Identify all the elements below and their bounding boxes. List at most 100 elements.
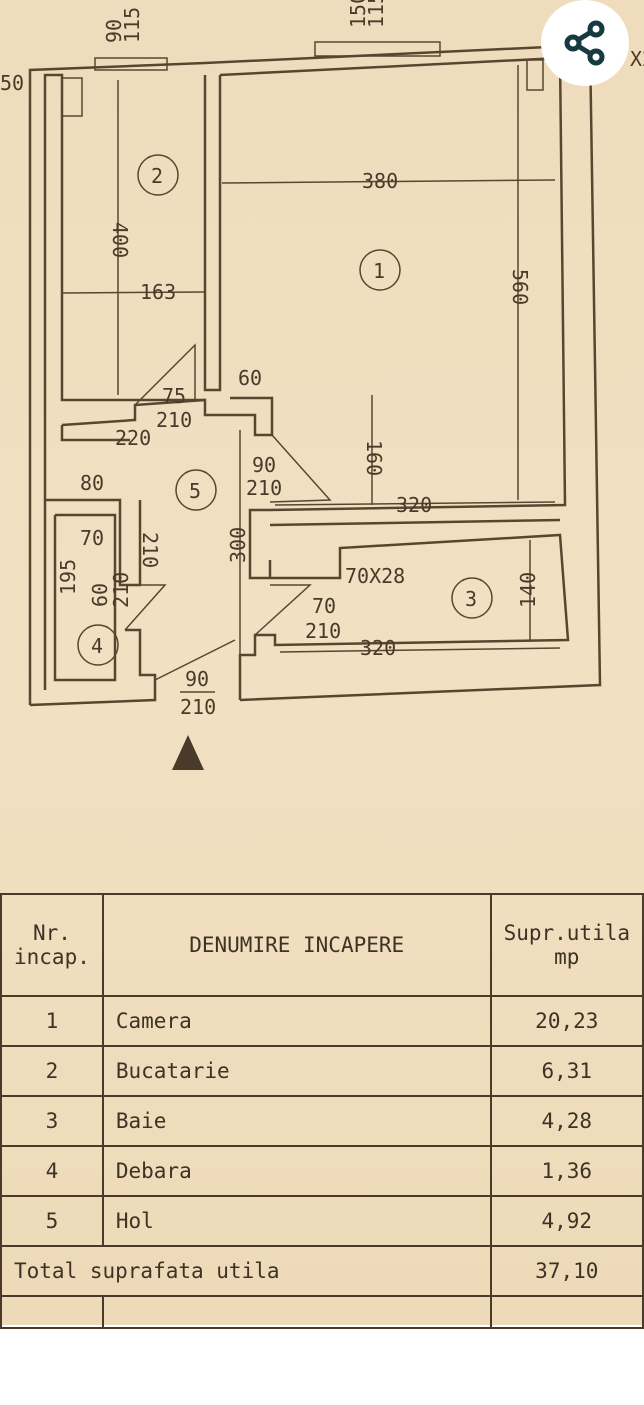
room-label-2: 2 bbox=[137, 154, 179, 196]
dim-text: X2 bbox=[630, 47, 644, 71]
window-kitchen bbox=[94, 57, 168, 71]
wall-kitchen-room bbox=[203, 75, 222, 392]
row-nr: 4 bbox=[0, 1145, 104, 1197]
wall bbox=[60, 425, 130, 442]
row-area: 4,92 bbox=[489, 1195, 644, 1247]
wall-hall-top bbox=[61, 396, 274, 437]
dim-text: 50 bbox=[0, 71, 24, 95]
entrance-arrow-icon bbox=[172, 735, 204, 770]
outer-wall bbox=[28, 43, 602, 705]
row-nr: 1 bbox=[0, 995, 104, 1047]
svg-text:3: 3 bbox=[465, 587, 477, 611]
dim-text: 210 bbox=[156, 408, 192, 432]
total-value: 37,10 bbox=[489, 1245, 644, 1297]
dim-text: 60 bbox=[238, 366, 262, 390]
total-label: Total suprafata utila bbox=[0, 1245, 492, 1297]
header-nr: Nr.incap. bbox=[0, 893, 104, 997]
header-incap-text: incap. bbox=[14, 945, 90, 969]
row-area: 6,31 bbox=[489, 1045, 644, 1097]
empty-cell bbox=[0, 1295, 104, 1329]
dim-text: 210 bbox=[109, 572, 133, 608]
dim-text: 70 bbox=[80, 526, 104, 550]
row-name: Camera bbox=[101, 995, 492, 1047]
row-nr: 5 bbox=[0, 1195, 104, 1247]
share-button[interactable] bbox=[541, 0, 629, 86]
dim-line bbox=[61, 291, 206, 294]
dim-text: 80 bbox=[80, 471, 104, 495]
dim-line bbox=[274, 501, 556, 506]
room-label-3: 3 bbox=[451, 577, 493, 619]
header-unit-text: mp bbox=[554, 945, 580, 969]
dim-text: 90 bbox=[252, 453, 276, 477]
floor-plan-photo: 2 1 3 4 5 90 115 150 115 50 X2 380 163 4… bbox=[0, 0, 644, 1329]
svg-text:2: 2 bbox=[151, 164, 163, 188]
dim-text: 90 bbox=[185, 667, 209, 691]
dim-text: 160 bbox=[362, 440, 386, 476]
wall bbox=[269, 518, 561, 527]
door-bath bbox=[254, 584, 312, 636]
dim-text: 210 bbox=[138, 532, 162, 568]
row-name: Debara bbox=[101, 1145, 492, 1197]
dim-text: 75 bbox=[162, 384, 186, 408]
door-kitchen bbox=[134, 343, 196, 406]
wall-room1 bbox=[219, 56, 567, 512]
dim-text: 210 bbox=[305, 619, 341, 643]
row-area: 20,23 bbox=[489, 995, 644, 1047]
share-icon bbox=[564, 20, 605, 66]
row-name: Hol bbox=[101, 1195, 492, 1247]
wall bbox=[43, 73, 205, 690]
door-entrance bbox=[154, 639, 236, 681]
dim-line bbox=[279, 647, 561, 653]
dim-text: 300 bbox=[226, 527, 250, 563]
header-area-text: Supr.utila bbox=[503, 921, 630, 945]
row-name: Bucatarie bbox=[101, 1045, 492, 1097]
dim-text: 60 bbox=[88, 583, 112, 607]
dim-text: 150 bbox=[346, 0, 370, 28]
wall-bath bbox=[238, 508, 570, 700]
dim-text: 320 bbox=[396, 493, 432, 517]
row-area: 1,36 bbox=[489, 1145, 644, 1197]
svg-text:4: 4 bbox=[91, 634, 103, 658]
row-nr: 3 bbox=[0, 1095, 104, 1147]
svg-text:1: 1 bbox=[373, 259, 385, 283]
dim-text: 115 bbox=[120, 7, 144, 43]
dim-text: 380 bbox=[362, 169, 398, 193]
empty-cell bbox=[489, 1295, 644, 1329]
dim-text: 70X28 bbox=[345, 564, 405, 588]
floor-plan-diagram: 2 1 3 4 5 90 115 150 115 50 X2 380 163 4… bbox=[0, 0, 644, 770]
dim-text: 210 bbox=[180, 695, 216, 719]
dim-text: 560 bbox=[508, 269, 532, 305]
svg-text:5: 5 bbox=[189, 479, 201, 503]
duct bbox=[526, 59, 544, 91]
empty-cell bbox=[101, 1295, 492, 1329]
dim-text: 320 bbox=[360, 636, 396, 660]
dim-text: 140 bbox=[516, 572, 540, 608]
chimney bbox=[61, 77, 83, 117]
wall bbox=[29, 628, 157, 707]
row-name: Baie bbox=[101, 1095, 492, 1147]
dim-text: 70 bbox=[312, 594, 336, 618]
row-nr: 2 bbox=[0, 1045, 104, 1097]
room-label-5: 5 bbox=[175, 469, 217, 511]
dim-text: 115 bbox=[364, 0, 388, 28]
door-room bbox=[269, 434, 332, 503]
dim-text: 163 bbox=[140, 280, 176, 304]
dim-text: 400 bbox=[108, 222, 132, 258]
dim-text: 210 bbox=[246, 476, 282, 500]
wall-debara bbox=[45, 498, 142, 587]
window-room bbox=[314, 41, 441, 57]
dim-text: 195 bbox=[56, 559, 80, 595]
header-name: DENUMIRE INCAPERE bbox=[101, 893, 492, 997]
dim-line bbox=[221, 179, 556, 184]
wall-debara-inner bbox=[53, 513, 117, 682]
room-label-1: 1 bbox=[359, 249, 401, 291]
row-area: 4,28 bbox=[489, 1095, 644, 1147]
